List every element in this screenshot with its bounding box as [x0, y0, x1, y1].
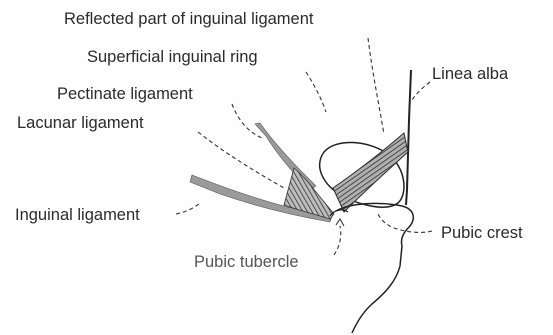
label-lacunar-ligament: Lacunar ligament [17, 115, 144, 132]
pectinate-ligament-shape [255, 123, 316, 190]
label-reflected-part: Reflected part of inguinal ligament [64, 11, 313, 28]
leader-pubic-tubercle [334, 226, 341, 255]
label-inguinal-ligament: Inguinal ligament [15, 207, 140, 224]
label-linea-alba: Linea alba [432, 66, 508, 83]
leader-linea-alba [412, 82, 430, 100]
tubercle-arrow-tip [336, 219, 344, 226]
leader-pubic-crest [378, 214, 432, 232]
pubic-bone-outline [336, 203, 413, 333]
leader-reflected [368, 38, 384, 134]
label-pubic-tubercle: Pubic tubercle [194, 254, 299, 271]
label-pectinate-ligament: Pectinate ligament [57, 86, 193, 103]
linea-alba-line [406, 70, 411, 205]
label-superficial-ring: Superficial inguinal ring [87, 49, 258, 66]
leader-superficial-ring [306, 72, 326, 112]
leader-inguinal [176, 203, 200, 214]
label-pubic-crest: Pubic crest [441, 225, 523, 242]
leader-pectinate [232, 104, 262, 138]
